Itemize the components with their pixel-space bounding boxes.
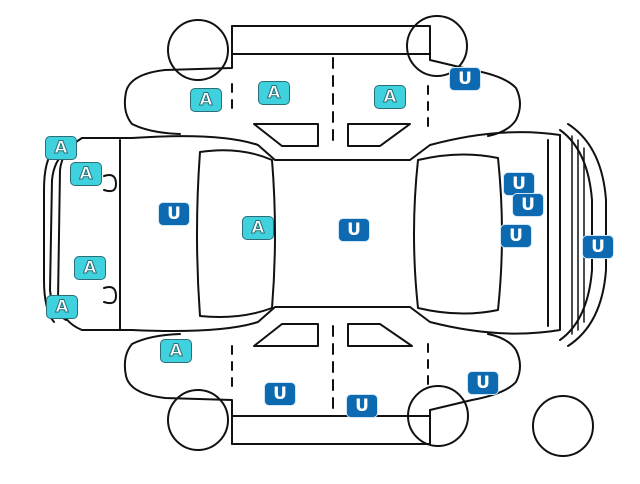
marker-u-right-rear-door[interactable]: U bbox=[346, 394, 378, 418]
marker-label: U bbox=[509, 225, 523, 246]
marker-label: A bbox=[83, 257, 97, 278]
marker-label: U bbox=[273, 383, 287, 404]
marker-u-right-front-door[interactable]: U bbox=[264, 382, 296, 406]
marker-u-hood[interactable]: U bbox=[158, 202, 190, 226]
right-side-view bbox=[123, 323, 594, 457]
right-rocker bbox=[231, 415, 431, 445]
marker-u-rear-bumper[interactable]: U bbox=[582, 235, 614, 259]
left-front-wheel bbox=[167, 19, 229, 81]
right-front-wheel bbox=[167, 389, 229, 451]
marker-label: A bbox=[383, 86, 397, 107]
left-rear-window bbox=[347, 123, 411, 147]
marker-u-rear-glass-3[interactable]: U bbox=[500, 224, 532, 248]
marker-label: U bbox=[458, 68, 472, 89]
left-side-view bbox=[123, 15, 521, 147]
marker-label: U bbox=[167, 203, 181, 224]
right-headlight bbox=[103, 286, 117, 305]
marker-u-rear-glass-2[interactable]: U bbox=[512, 193, 544, 217]
marker-label: A bbox=[199, 89, 213, 110]
marker-a-front-right-corner[interactable]: A bbox=[46, 295, 78, 319]
right-rear-window bbox=[347, 323, 413, 347]
marker-label: A bbox=[251, 217, 265, 238]
left-headlight bbox=[103, 174, 117, 193]
marker-a-front-left-corner[interactable]: A bbox=[45, 136, 77, 160]
marker-u-right-rear-quarter[interactable]: U bbox=[467, 371, 499, 395]
marker-label: U bbox=[512, 173, 526, 194]
body-outline bbox=[81, 131, 561, 335]
marker-a-left-front-door[interactable]: A bbox=[258, 81, 290, 105]
left-rear-wheel bbox=[406, 15, 468, 77]
marker-label: A bbox=[169, 340, 183, 361]
marker-a-left-rear-door[interactable]: A bbox=[374, 85, 406, 109]
marker-label: U bbox=[591, 236, 605, 257]
left-rocker bbox=[231, 25, 431, 55]
marker-label: A bbox=[55, 296, 69, 317]
rear-bumper-ribs bbox=[571, 135, 585, 335]
left-front-window bbox=[253, 123, 319, 147]
marker-label: U bbox=[355, 395, 369, 416]
marker-label: A bbox=[267, 82, 281, 103]
windshield bbox=[196, 149, 276, 318]
marker-a-right-headlight[interactable]: A bbox=[74, 256, 106, 280]
spare-wheel bbox=[532, 395, 594, 457]
marker-u-left-rear-quarter[interactable]: U bbox=[449, 67, 481, 91]
marker-label: U bbox=[476, 372, 490, 393]
marker-a-left-front-door-edge[interactable]: A bbox=[190, 88, 222, 112]
marker-a-right-front-fender[interactable]: A bbox=[160, 339, 192, 363]
right-front-window bbox=[253, 323, 319, 347]
marker-label: A bbox=[79, 163, 93, 184]
marker-u-roof[interactable]: U bbox=[338, 218, 370, 242]
marker-label: U bbox=[347, 219, 361, 240]
marker-label: A bbox=[54, 137, 68, 158]
marker-a-left-headlight[interactable]: A bbox=[70, 162, 102, 186]
marker-a-windshield[interactable]: A bbox=[242, 216, 274, 240]
marker-label: U bbox=[521, 194, 535, 215]
rear-glass bbox=[413, 153, 503, 315]
